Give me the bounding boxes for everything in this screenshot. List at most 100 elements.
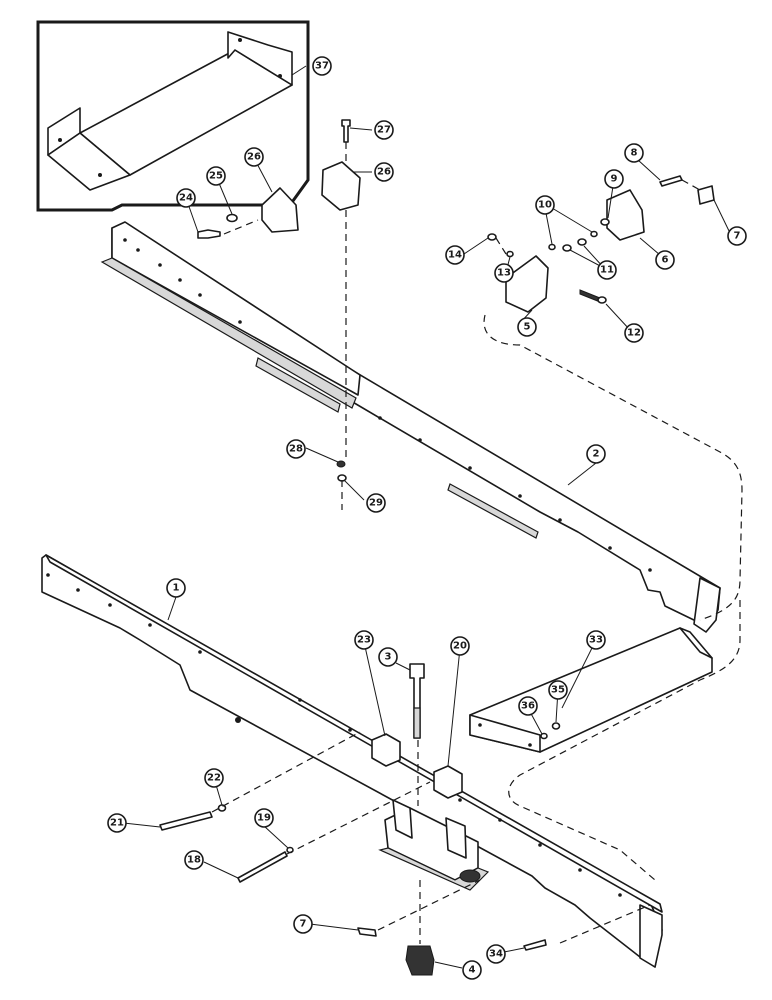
callout-5: 5 (517, 317, 537, 337)
svg-text:7: 7 (300, 919, 307, 930)
svg-text:27: 27 (377, 125, 391, 136)
callout-20: 20 (450, 636, 470, 656)
callout-25: 25 (206, 166, 226, 186)
part-3-thread (413, 707, 421, 739)
callout-14: 14 (445, 245, 465, 265)
inset-hole (98, 173, 102, 177)
rail-1 (41, 554, 663, 968)
inset-tray-left-flange (47, 132, 131, 191)
part-10-washer (590, 230, 598, 238)
callout-27: 27 (374, 120, 394, 140)
callout-12: 12 (624, 323, 644, 343)
callout-28: 28 (286, 439, 306, 459)
callout-26b: 26 (374, 162, 394, 182)
callout-26a: 26 (244, 147, 264, 167)
callout-6: 6 (655, 250, 675, 270)
svg-text:37: 37 (315, 61, 329, 72)
svg-text:12: 12 (627, 328, 641, 339)
svg-text:26: 26 (247, 152, 261, 163)
rail-1-web (41, 554, 663, 968)
part-14-nut (487, 233, 497, 241)
rail-1-center-hole (235, 717, 241, 723)
svg-text:36: 36 (521, 701, 535, 712)
hitch-bracket (378, 799, 490, 891)
svg-text:5: 5 (524, 322, 531, 333)
svg-text:26: 26 (377, 167, 391, 178)
callout-36: 36 (518, 696, 538, 716)
svg-text:35: 35 (551, 685, 565, 696)
dashline-8-to-7 (681, 179, 701, 191)
rail-2-bracket-strip (255, 357, 341, 413)
part-7-bolt-lower (357, 927, 377, 937)
svg-text:9: 9 (611, 174, 618, 185)
rail-2-top-flange (111, 221, 361, 396)
part-36-washer (540, 732, 548, 740)
svg-text:10: 10 (538, 200, 552, 211)
dashline-7-to-hitch (377, 879, 481, 931)
svg-text:6: 6 (662, 255, 669, 266)
callout-7b: 7 (293, 914, 313, 934)
rail-1-holes (46, 573, 622, 897)
hitch-lower-plate (378, 847, 490, 891)
inset-tray (47, 31, 293, 191)
svg-text:22: 22 (207, 773, 221, 784)
inset-tray-right-end (227, 31, 293, 86)
dashline-3-to-4 (417, 740, 421, 944)
svg-text:34: 34 (489, 949, 503, 960)
callout-29: 29 (366, 493, 386, 513)
rail-2 (100, 221, 721, 633)
part-5-block (505, 255, 549, 313)
dashline-27-to-28 (341, 142, 347, 510)
svg-text:11: 11 (600, 265, 614, 276)
callout-18: 18 (184, 850, 204, 870)
callout-19: 19 (254, 808, 274, 828)
callout-21: 21 (107, 813, 127, 833)
callout-3: 3 (378, 647, 398, 667)
part-9-washer (600, 218, 610, 226)
rail-2-slot (447, 483, 539, 539)
svg-text:23: 23 (357, 635, 371, 646)
callout-8: 8 (624, 143, 644, 163)
dashline-18-to-20 (286, 781, 431, 855)
part-12-washer (597, 296, 607, 304)
rail-2-lower-flange (100, 257, 357, 409)
part-24-bolt (197, 229, 221, 239)
svg-text:25: 25 (209, 171, 223, 182)
callout-24: 24 (176, 188, 196, 208)
hitch-right-ear (445, 817, 467, 859)
svg-text:24: 24 (179, 193, 193, 204)
callout-13: 13 (494, 263, 514, 283)
part-35-nut (551, 722, 561, 730)
callout-35: 35 (548, 680, 568, 700)
dashline-24-to-26 (223, 219, 259, 235)
dashline-5-to-rail (483, 314, 743, 621)
part-18-rod (237, 851, 288, 883)
dashline-34-to-rail (559, 904, 651, 944)
svg-text:7: 7 (734, 231, 741, 242)
svg-text:2: 2 (593, 449, 600, 460)
callout-11: 11 (597, 260, 617, 280)
svg-text:21: 21 (110, 818, 124, 829)
callout-9: 9 (604, 169, 624, 189)
svg-text:4: 4 (469, 965, 476, 976)
callouts: 1 2 3 4 5 6 7 7 8 9 10 11 12 13 14 18 19… (107, 56, 747, 980)
part-10-washer (548, 243, 556, 251)
part-26-block-upper (321, 161, 361, 211)
callout-4: 4 (462, 960, 482, 980)
callout-10: 10 (535, 195, 555, 215)
part-34-bolt (523, 939, 547, 951)
part-33-front-flange (469, 714, 541, 753)
callout-23: 23 (354, 630, 374, 650)
svg-text:8: 8 (631, 148, 638, 159)
part-7-bolt-upper (697, 185, 715, 205)
part-11-nut (562, 244, 572, 252)
hitch-pin-boss (459, 869, 481, 883)
callout-7a: 7 (727, 226, 747, 246)
part-4-nut (405, 945, 435, 976)
rail-2-end-bracket (693, 577, 721, 633)
svg-text:33: 33 (589, 635, 603, 646)
part-33-pan (469, 627, 713, 753)
inset-hole (238, 38, 242, 42)
assembly-lines (211, 142, 743, 944)
part-21-rod (159, 811, 213, 831)
